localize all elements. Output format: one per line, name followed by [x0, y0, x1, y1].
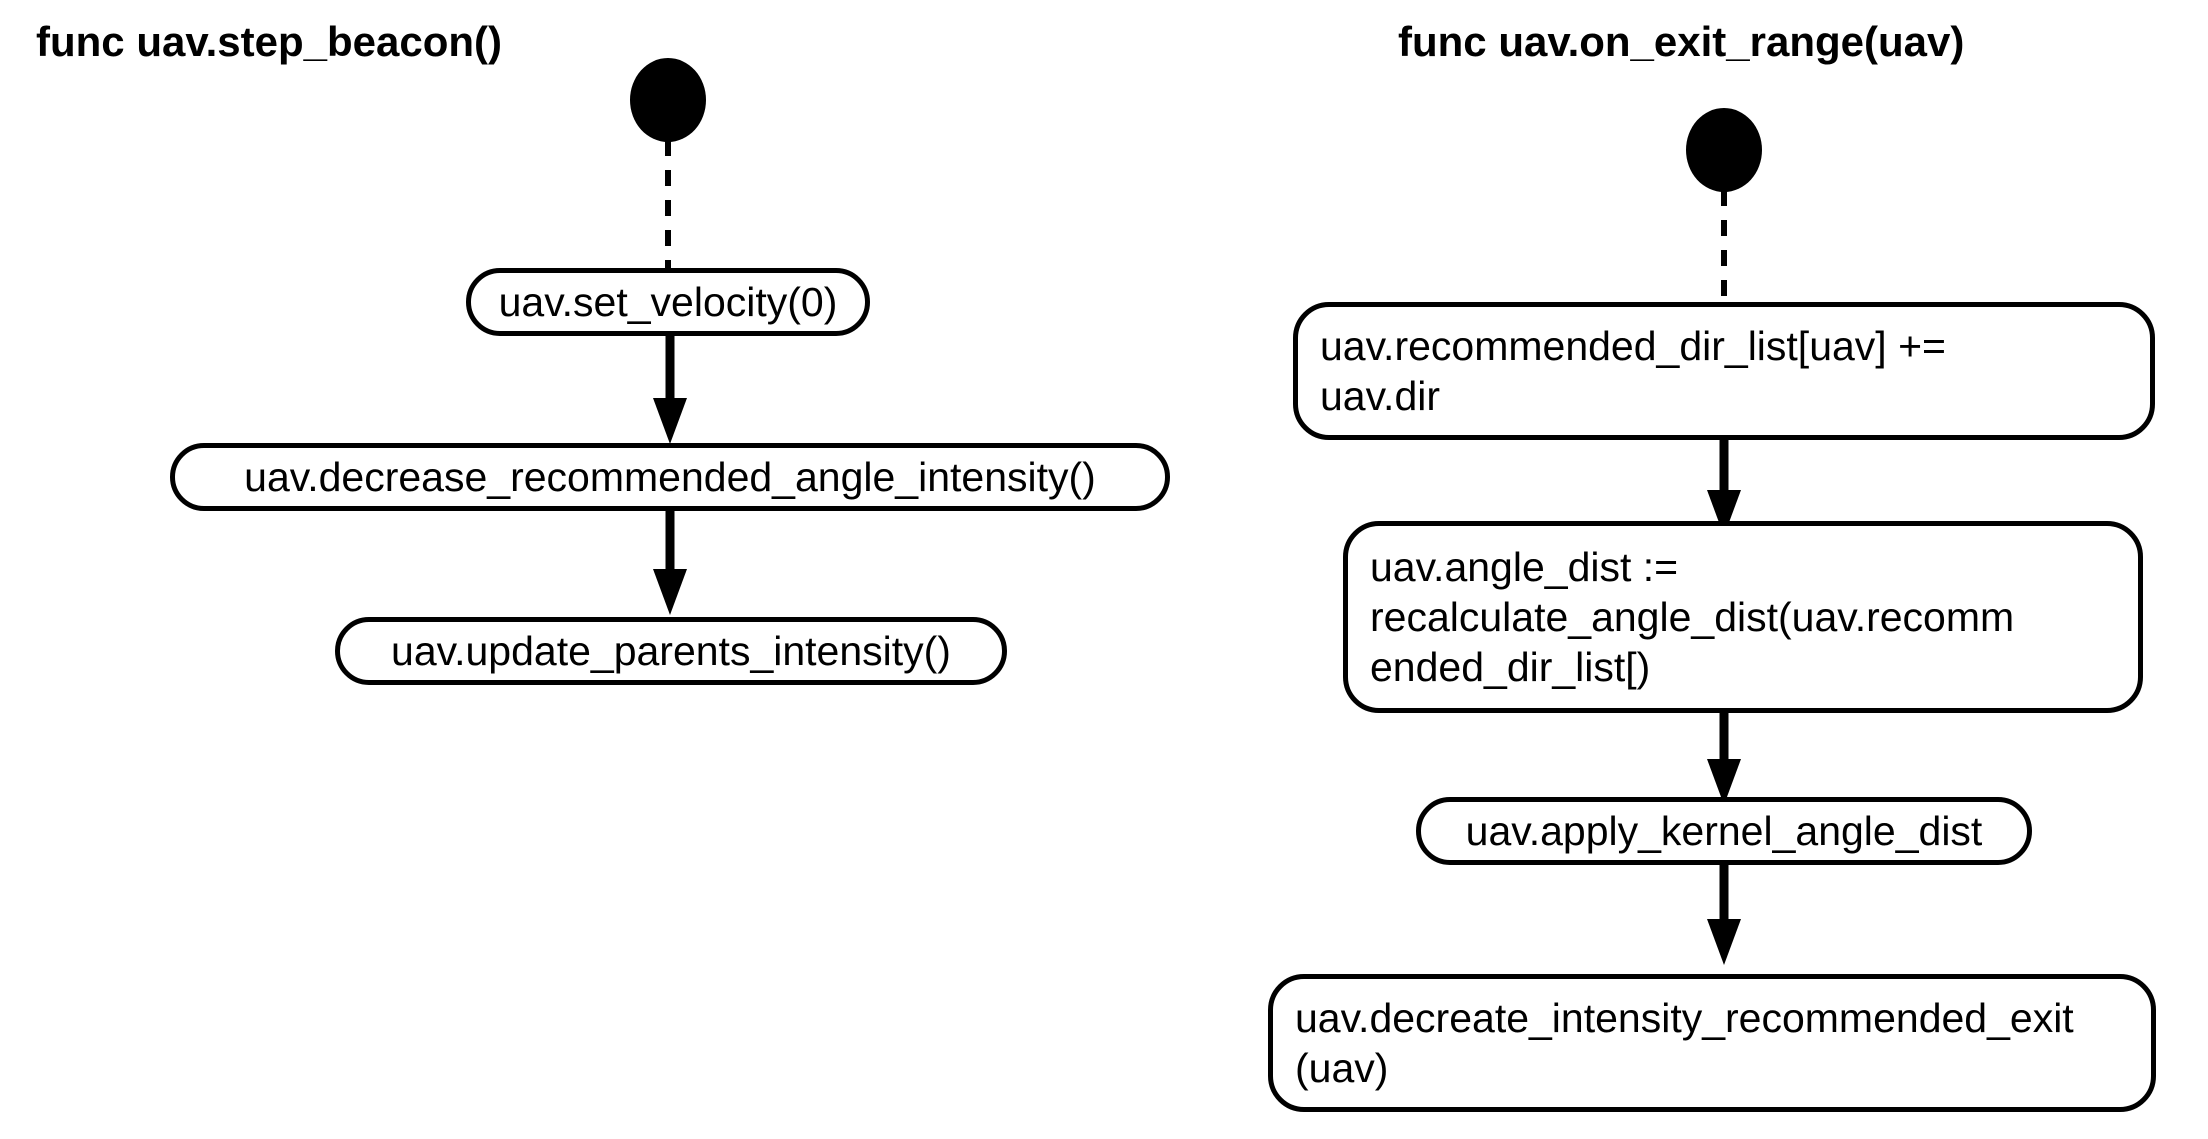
- edge-initial-to-set-velocity: [660, 140, 680, 270]
- initial-node-on-exit-range: [1686, 108, 1762, 192]
- initial-node-step-beacon: [630, 58, 706, 142]
- node-apply-kernel-angle-dist[interactable]: uav.apply_kernel_angle_dist: [1416, 797, 2032, 865]
- node-label: uav.decreate_intensity_recommended_exit …: [1295, 995, 2074, 1091]
- edge-apply-kernel-to-decreate-intensity: [1700, 865, 1748, 975]
- column-title-on-exit-range: func uav.on_exit_range(uav): [1398, 18, 1965, 65]
- edge-angle-dist-to-apply-kernel: [1700, 713, 1748, 813]
- node-recommended-dir-list[interactable]: uav.recommended_dir_list[uav] += uav.dir: [1293, 302, 2155, 440]
- edge-initial-to-recommended-dir-list: [1716, 190, 1736, 304]
- node-label: uav.decrease_recommended_angle_intensity…: [244, 454, 1096, 500]
- node-update-parents-intensity[interactable]: uav.update_parents_intensity(): [335, 617, 1007, 685]
- node-decreate-intensity-recommended-exit[interactable]: uav.decreate_intensity_recommended_exit …: [1268, 974, 2156, 1112]
- node-set-velocity[interactable]: uav.set_velocity(0): [466, 268, 870, 336]
- node-label: uav.update_parents_intensity(): [391, 628, 951, 674]
- column-title-step-beacon: func uav.step_beacon(): [36, 18, 502, 65]
- edge-set-velocity-to-decrease-intensity: [646, 336, 694, 446]
- edge-decrease-intensity-to-update-parents: [646, 511, 694, 621]
- node-label: uav.set_velocity(0): [498, 279, 838, 325]
- node-angle-dist[interactable]: uav.angle_dist := recalculate_angle_dist…: [1343, 521, 2143, 713]
- node-label: uav.apply_kernel_angle_dist: [1465, 808, 1983, 854]
- edge-recommended-dir-list-to-angle-dist: [1700, 440, 1748, 540]
- node-label: uav.recommended_dir_list[uav] += uav.dir: [1320, 323, 1946, 419]
- node-label: uav.angle_dist := recalculate_angle_dist…: [1370, 544, 2015, 690]
- node-decrease-recommended-angle-intensity[interactable]: uav.decrease_recommended_angle_intensity…: [170, 443, 1170, 511]
